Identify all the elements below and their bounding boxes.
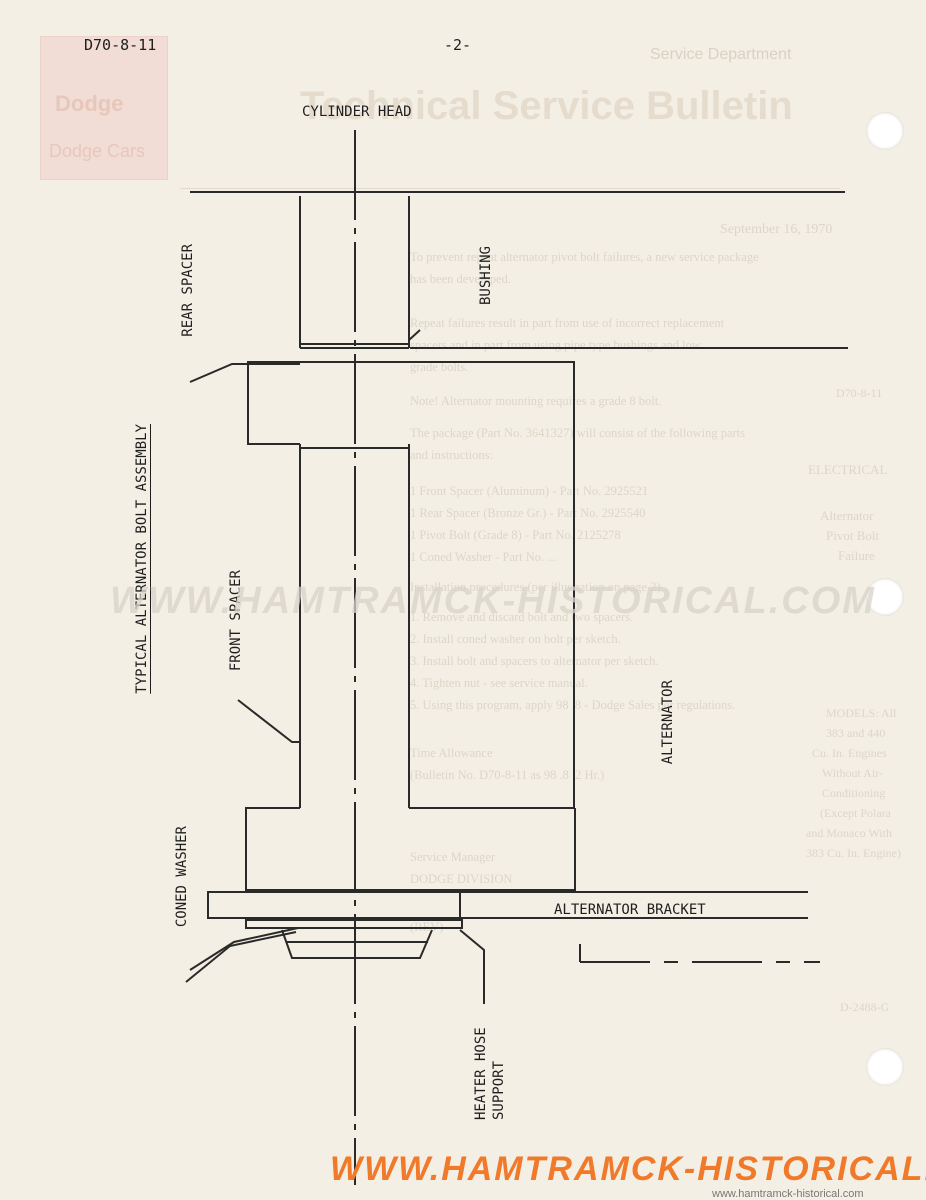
side-line-1: Alternator (820, 508, 874, 523)
page-number: -2- (444, 36, 472, 54)
heater-hose-support-label: HEATER HOSE SUPPORT (472, 1000, 512, 1120)
alternator-body (409, 361, 575, 809)
header-title: Technical Service Bulletin (300, 84, 793, 128)
front-mount-ear (245, 807, 576, 891)
coned-washer-leader-2 (189, 927, 299, 971)
rear-spacer-label: REAR SPACER (180, 244, 196, 337)
binder-hole-middle (866, 578, 904, 616)
coned-washer (281, 929, 433, 959)
models-line-1: MODELS: All (826, 706, 897, 720)
header-rule (180, 188, 840, 189)
models-line-6: (Except Polara (820, 806, 891, 820)
dodge-logo: Dodge Dodge Cars (40, 36, 168, 180)
models-line-7: and Monaco With (806, 826, 892, 840)
coned-washer-label: CONED WASHER (174, 826, 190, 928)
ghost-line-20: (Bulletin No. D70-8-11 as 98 .8 .2 Hr.) (410, 768, 605, 782)
heater-hose-leader (459, 929, 485, 1004)
ghost-line-7: The package (Part No. 3641327) will cons… (410, 426, 745, 440)
diagram-title: TYPICAL ALTERNATOR BOLT ASSEMBLY (134, 424, 150, 694)
side-subject: ELECTRICAL (808, 462, 888, 477)
watermark-middle: WWW.HAMTRAMCK-HISTORICAL.COM (110, 580, 876, 622)
ghost-line-1: To prevent repeat alternator pivot bolt … (410, 250, 759, 264)
ghost-line-2: has been developed. (410, 272, 512, 286)
logo-bottom-text: Dodge Cars (49, 141, 146, 161)
ghost-line-10: 1 Rear Spacer (Bronze Gr.) - Part No. 29… (410, 506, 646, 520)
ghost-line-18: 5. Using this program, apply 98 .8 - Dod… (410, 698, 736, 712)
ghost-line-14: 1. Remove and discard bolt and two space… (410, 610, 634, 624)
bushing-label: BUSHING (478, 246, 494, 306)
models-line-8: 383 Cu. In. Engine) (806, 846, 901, 860)
ghost-line-8: and instructions: (410, 448, 493, 462)
rear-mount-ear (247, 361, 410, 445)
ghost-line-22: DODGE DIVISION (410, 872, 513, 886)
ghost-text-block: To prevent repeat alternator pivot bolt … (410, 246, 830, 938)
date-text: September 16, 1970 (720, 222, 833, 237)
cylinder-head-label: CYLINDER HEAD (302, 104, 412, 120)
ghost-line-12: 1 Coned Washer - Part No. ... (410, 550, 557, 564)
ghost-line-6: Note! Alternator mounting requires a gra… (410, 394, 662, 408)
binder-hole-top (866, 112, 904, 150)
ghost-line-13: Installation procedures (per illustratio… (410, 580, 661, 594)
heater-hose-support (245, 919, 463, 929)
ghost-line-16: 3. Install bolt and spacers to alternato… (410, 654, 659, 668)
header-small: Service Department (650, 46, 792, 63)
ghost-line-21: Service Manager (410, 850, 496, 864)
logo-top-text: Dodge (55, 91, 124, 116)
side-line-2: Pivot Bolt (826, 528, 880, 543)
front-spacer-leader (237, 699, 300, 743)
models-line-5: Conditioning (822, 786, 886, 800)
ghost-line-5: grade bolts. (410, 360, 469, 374)
models-line-2: 383 and 440 (826, 726, 886, 740)
bushing-leader (408, 329, 421, 341)
side-code: D70-8-11 (836, 386, 883, 400)
alternator-bracket-label: ALTERNATOR BRACKET (554, 902, 706, 918)
ghost-line-15: 2. Install coned washer on bolt per sket… (410, 632, 621, 646)
watermark-corner: www.hamtramck-historical.com (712, 1188, 864, 1200)
page-code: D70-8-11 (84, 36, 157, 54)
models-line-4: Without Air- (822, 766, 883, 780)
rear-spacer-leader (189, 363, 300, 383)
models-line-3: Cu. In. Engines (812, 746, 887, 760)
heater-hose-support-text: HEATER HOSE SUPPORT (473, 1027, 507, 1120)
ghost-line-17: 4. Tighten nut - see service manual. (410, 676, 588, 690)
ghost-line-3: Repeat failures result in part from use … (410, 316, 725, 330)
ghost-line-11: 1 Pivot Bolt (Grade 8) - Part No. 212527… (410, 528, 621, 542)
side-doc: D-2488-G (840, 1000, 890, 1014)
ghost-line-9: 1 Front Spacer (Aluminum) - Part No. 292… (410, 484, 649, 498)
side-line-3: Failure (838, 548, 875, 563)
alternator-label: ALTERNATOR (660, 680, 676, 765)
binder-hole-bottom (866, 1048, 904, 1086)
watermark-bottom: WWW.HAMTRAMCK-HISTORICAL.COM (330, 1150, 926, 1188)
ghost-line-19: Time Allowance (410, 746, 493, 760)
alternator-bracket (207, 891, 461, 919)
coned-washer-leader (185, 931, 297, 983)
